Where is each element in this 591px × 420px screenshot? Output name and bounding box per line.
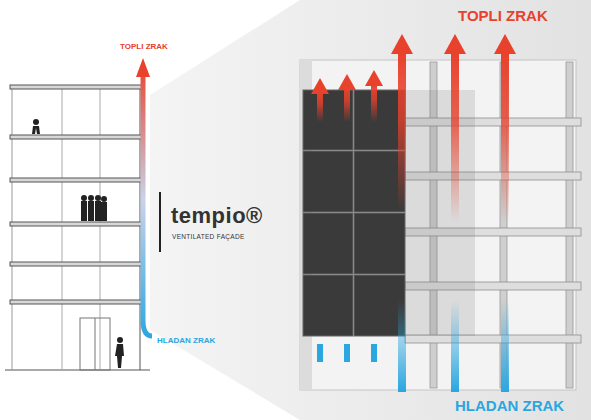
facade-detail	[300, 60, 581, 390]
air-label: HLADAN ZRAK	[455, 398, 564, 415]
building-section	[5, 85, 150, 370]
zoom-wedge	[150, 0, 591, 420]
arrow-head	[136, 58, 150, 77]
brand-logo: tempio®	[171, 204, 263, 228]
air-label: TOPLI ZRAK	[120, 43, 168, 52]
warm-air-arrows	[311, 34, 516, 222]
cool-air-bars	[317, 300, 509, 392]
marker-bar	[159, 192, 161, 252]
air-label: TOPLI ZRAK	[458, 8, 548, 25]
air-label: HLADAN ZRAK	[157, 337, 215, 346]
air-flow-arrow	[143, 76, 152, 336]
brand-subtitle: VENTILATED FAÇADE	[172, 233, 245, 240]
people	[32, 119, 124, 368]
